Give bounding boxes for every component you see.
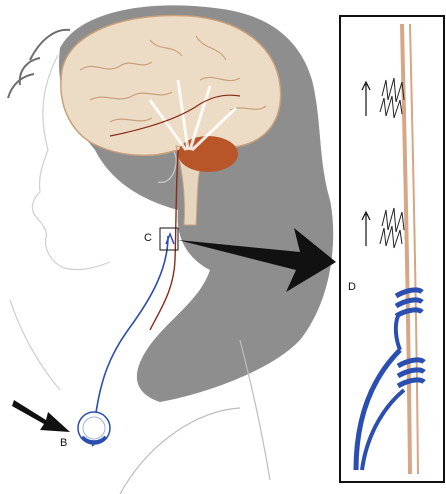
pulse-generator: [78, 412, 110, 444]
black-arrow-icon: [12, 400, 70, 432]
cerebrum: [61, 15, 281, 155]
shoulder-outline: [120, 408, 240, 494]
inset-panel: D: [340, 16, 444, 482]
neck-outline: [10, 300, 60, 390]
label-d: D: [348, 281, 356, 293]
electrode-mini: [166, 234, 174, 244]
label-b: B: [60, 437, 67, 449]
label-c: C: [144, 232, 152, 244]
